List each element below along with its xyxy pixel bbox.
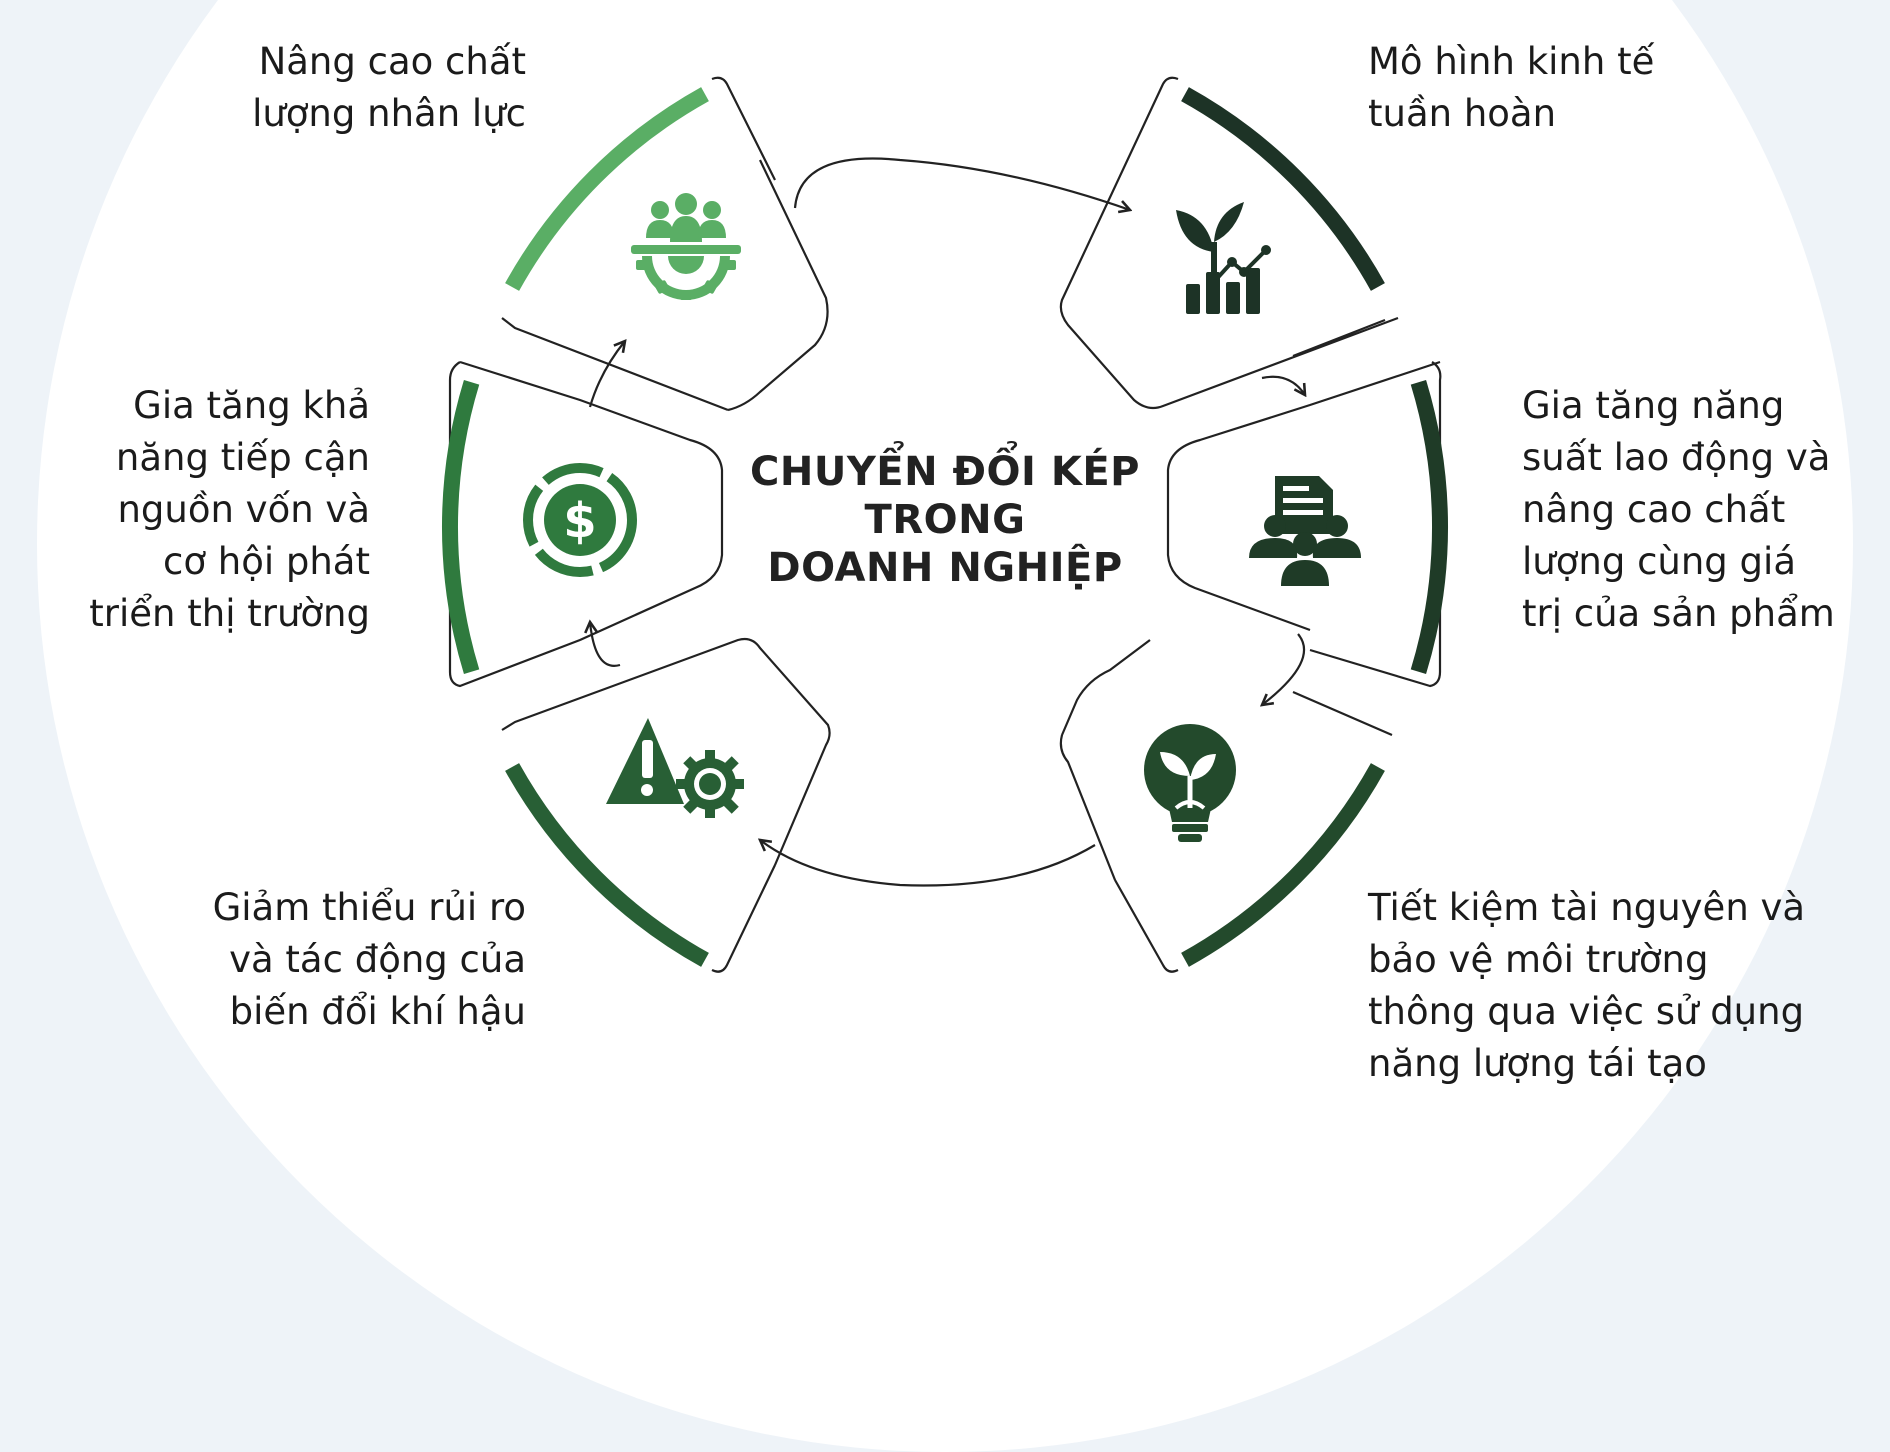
label-nhan-luc: Nâng cao chất lượng nhân lực [252, 40, 526, 135]
outer-arc-kinh-te [1181, 87, 1385, 291]
warning-gear-icon [606, 718, 744, 818]
label-kinh-te: Mô hình kinh tế tuần hoàn [1368, 40, 1655, 135]
outer-arc-nhan-luc [505, 87, 709, 291]
segment-outline-von [448, 360, 724, 688]
outer-arc-rui-ro [505, 763, 709, 967]
arrow-von-to-nhan-luc [588, 341, 625, 408]
outer-arc-von [441, 379, 480, 675]
segment-outline-rui-ro [501, 637, 831, 973]
team-gear-icon [631, 193, 741, 300]
arrow-nang-suat-to-tiet-kiem [1262, 633, 1306, 705]
arrow-tiet-kiem-to-rui-ro [760, 840, 1096, 887]
svg-text:$: $ [563, 493, 596, 549]
label-nang-suat: Gia tăng năng suất lao động và nâng cao … [1522, 384, 1835, 635]
team-document-icon [1249, 476, 1361, 586]
segment-outline-nang-suat [1166, 360, 1442, 688]
arrow-nhan-luc-to-kinh-te [793, 157, 1130, 210]
arrow-rui-ro-to-von [590, 622, 621, 667]
cycle-diagram: $ [441, 76, 1449, 973]
outer-arc-tiet-kiem [1181, 763, 1385, 967]
label-tiet-kiem: Tiết kiệm tài nguyên và bảo vệ môi trườn… [1368, 886, 1806, 1085]
center-title: CHUYỂN ĐỔI KÉP TRONG DOANH NGHIỆP [750, 449, 1140, 591]
dollar-coin-icon: $ [523, 463, 637, 577]
label-von: Gia tăng khả năng tiếp cận nguồn vốn và … [89, 384, 370, 635]
arrow-kinh-te-to-nang-suat [1261, 375, 1305, 395]
segment-outline-tiet-kiem [1059, 639, 1393, 973]
growth-plant-chart-icon [1176, 202, 1271, 314]
segment-outline-kinh-te [1059, 76, 1399, 410]
eco-lightbulb-icon [1144, 724, 1236, 842]
outer-arc-nang-suat [1410, 379, 1449, 675]
segment-outline-nhan-luc [501, 76, 829, 412]
label-rui-ro: Giảm thiểu rủi ro và tác động của biến đ… [212, 886, 526, 1033]
